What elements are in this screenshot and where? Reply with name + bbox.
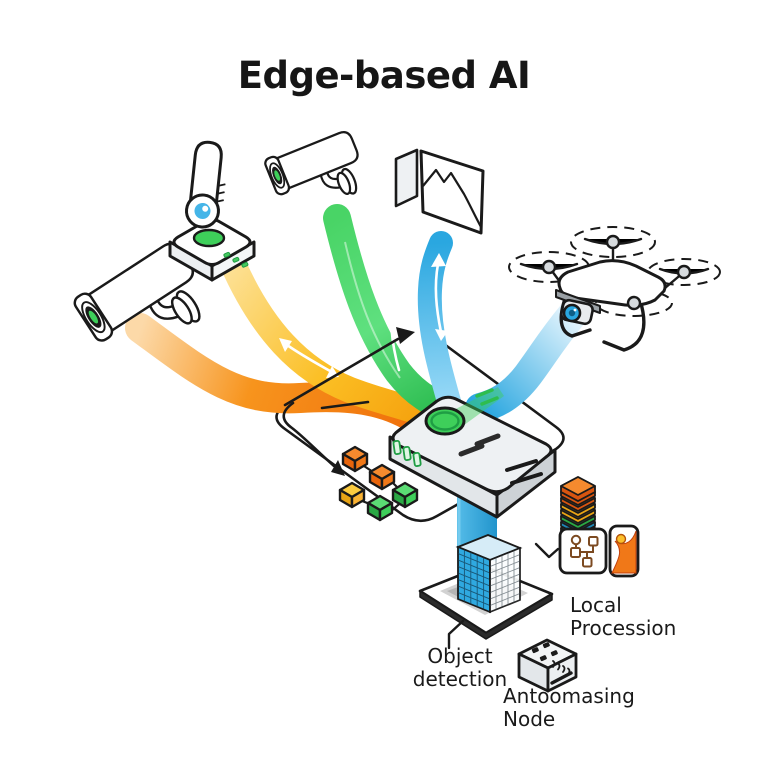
local-processing-label-line1: Local: [570, 593, 622, 617]
camera-lens: [88, 310, 99, 324]
page-title: Edge-based AI: [238, 54, 531, 97]
annotations: Object detection Local Procession Antoom…: [413, 593, 677, 731]
automation-node-cube-icon: [517, 638, 578, 693]
object-detection-callout: [447, 619, 465, 650]
drone-icon: [508, 226, 721, 352]
automation-node-label-line1: Antoomasing: [503, 684, 635, 708]
wireframe-building-icon: [455, 534, 523, 614]
object-detection-label-line1: Object: [427, 644, 492, 668]
cctv-camera-left-icon: [73, 242, 201, 342]
data-cubes-graph-icon: [338, 445, 419, 522]
local-processing-label-line2: Procession: [570, 616, 676, 640]
hub-light: [192, 228, 226, 248]
automation-node-label-line2: Node: [503, 707, 555, 731]
flow-sensor: [219, 249, 450, 433]
side-vents: [505, 459, 543, 485]
flow-drone: [465, 300, 587, 423]
top-vents: [458, 433, 501, 457]
object-detection-label-line2: detection: [413, 667, 507, 691]
data-flows: [125, 204, 587, 445]
camera-lens: [274, 170, 281, 181]
cctv-camera-top-icon: [264, 131, 359, 196]
layer-stack-icon: [560, 476, 596, 542]
edge-gateway-icon: [388, 387, 557, 519]
signal-marks: [475, 388, 499, 406]
edge-platform-loop-arrow: [282, 327, 415, 476]
sensor-hub-icon: [168, 140, 256, 282]
image-frame-icon: [394, 148, 485, 235]
local-processing-icons: [534, 524, 640, 578]
edge-platform-outline: [275, 339, 565, 523]
thermometer-sensor: [184, 140, 226, 229]
flow-image-out: [417, 231, 464, 424]
ports: [392, 439, 422, 467]
